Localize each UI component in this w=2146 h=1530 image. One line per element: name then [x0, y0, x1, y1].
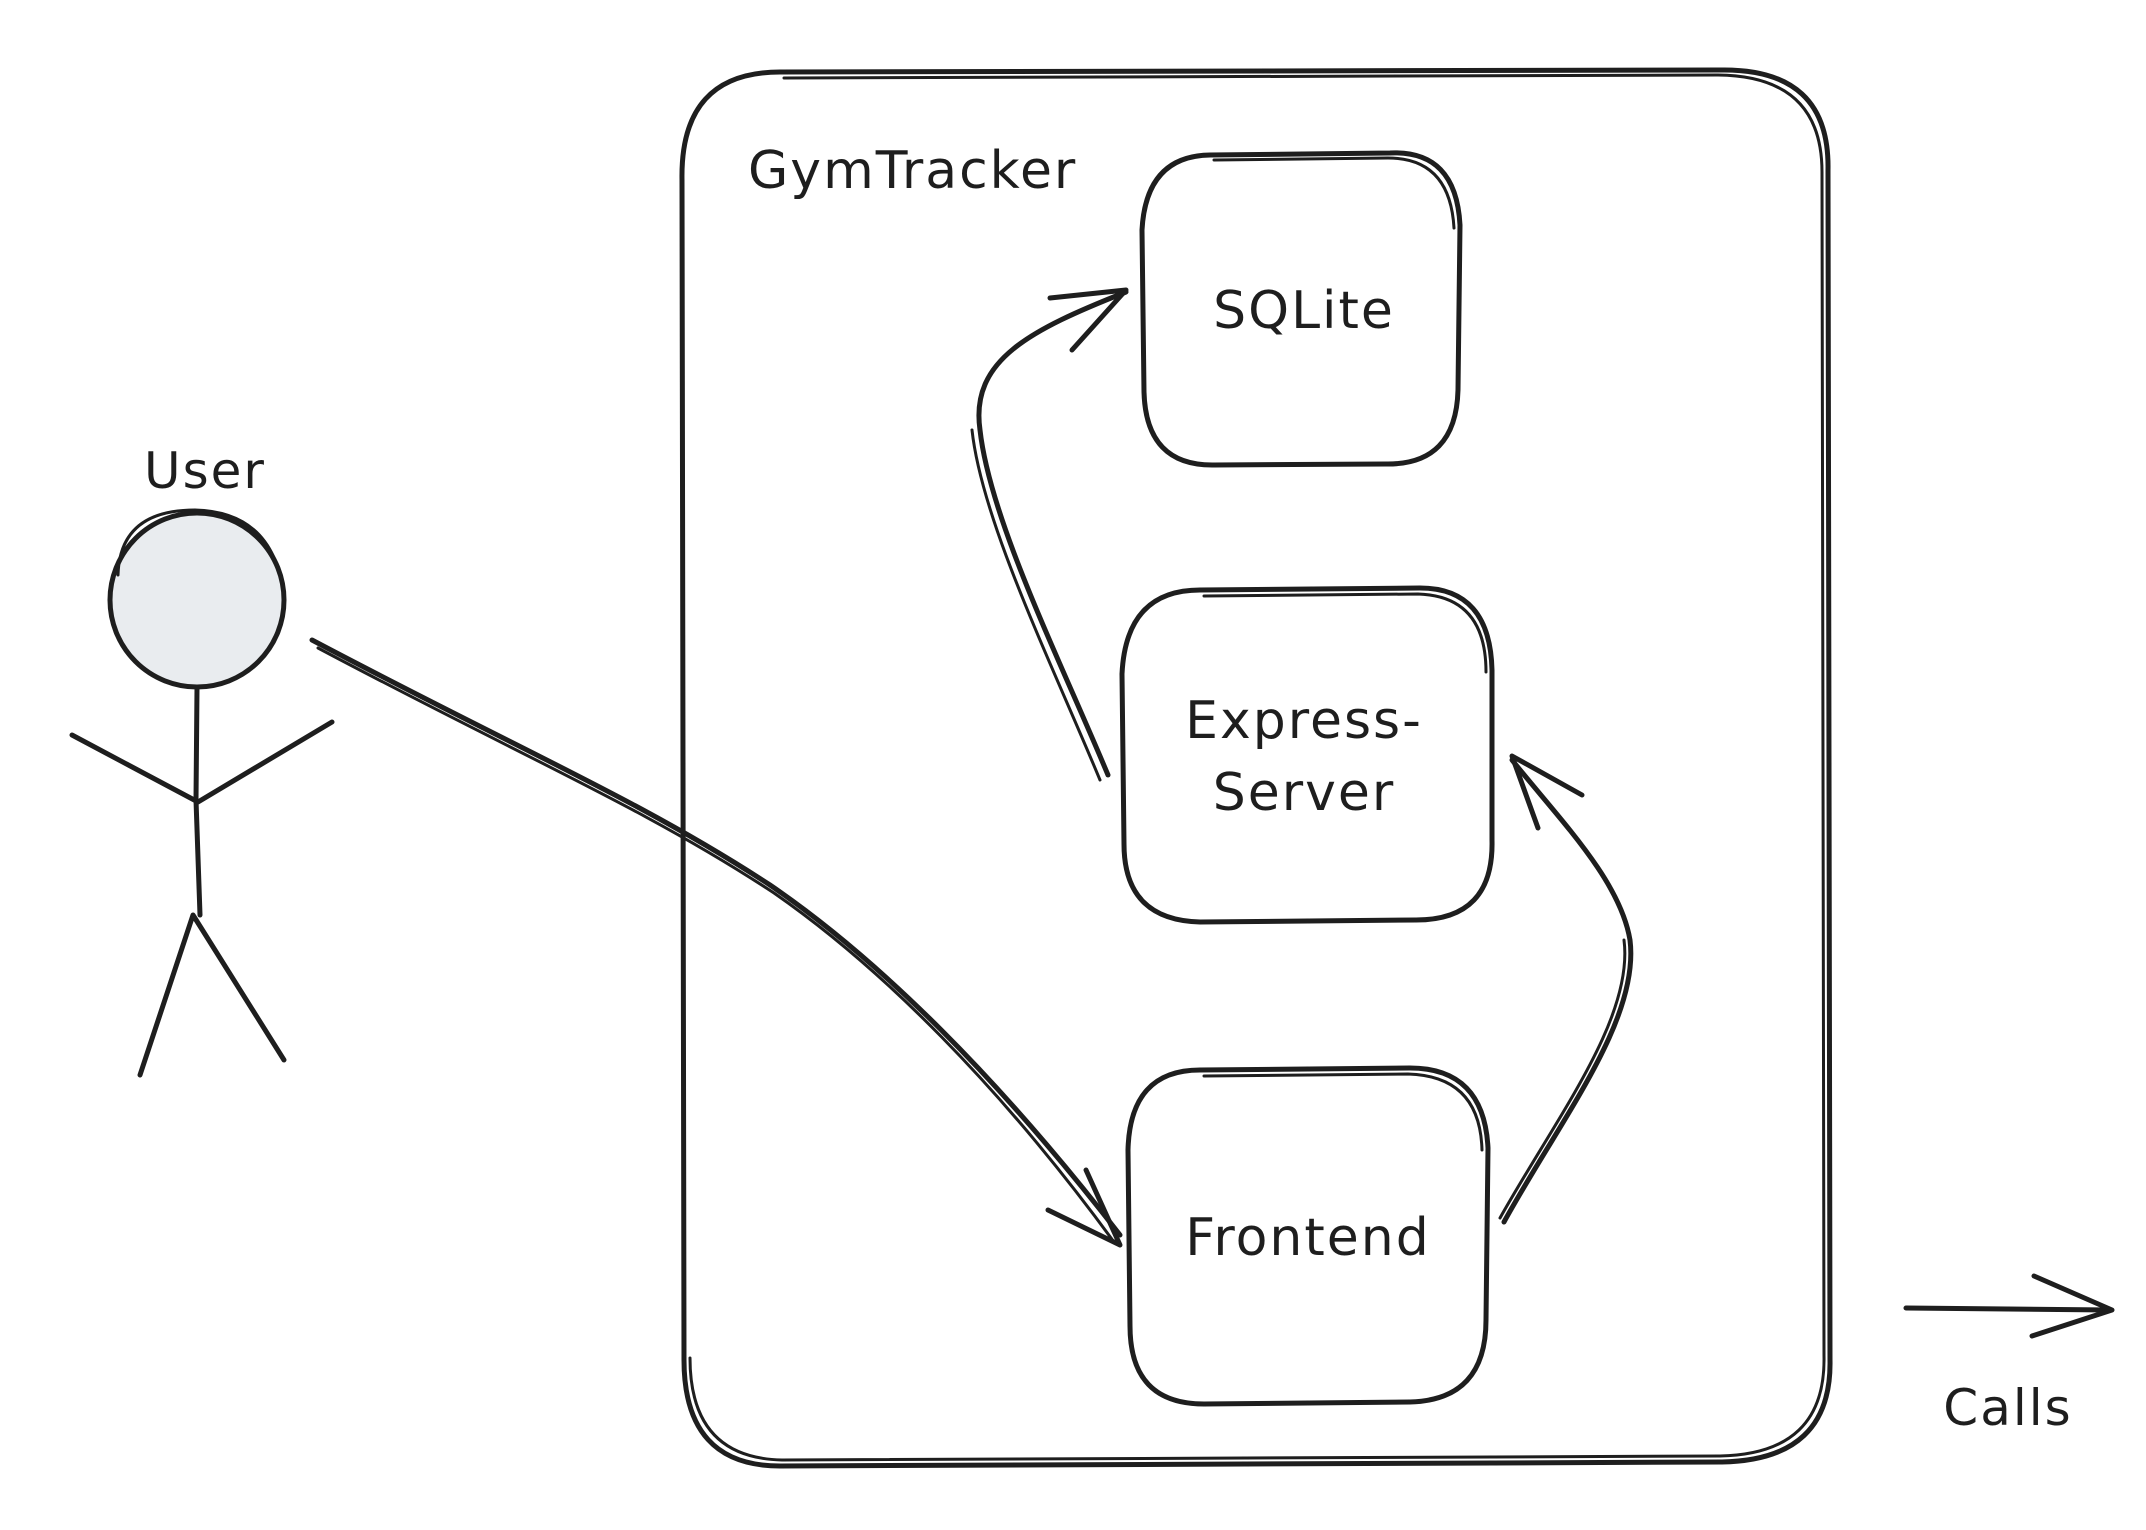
- boundary-label: GymTracker: [748, 141, 1077, 201]
- node-frontend: Frontend: [1125, 1065, 1491, 1407]
- node-express-server: Express- Server: [1119, 585, 1495, 925]
- system-boundary: GymTracker: [679, 67, 1833, 1469]
- actor-head: [107, 510, 287, 690]
- actor-user: User: [69, 442, 335, 1078]
- arrow-express-to-sqlite: [970, 287, 1129, 782]
- legend-calls: Calls: [1903, 1273, 2115, 1437]
- actor-arms: [69, 719, 335, 805]
- actor-legs: [137, 912, 287, 1078]
- arrow-user-to-frontend: [309, 637, 1123, 1248]
- arrow-frontend-to-express: [1498, 753, 1634, 1225]
- node-express-label-line2: Server: [1213, 763, 1396, 823]
- legend-label: Calls: [1943, 1379, 2072, 1437]
- actor-label: User: [144, 442, 266, 500]
- node-frontend-label: Frontend: [1185, 1208, 1430, 1268]
- node-sqlite: SQLite: [1139, 150, 1463, 468]
- node-sqlite-label: SQLite: [1213, 281, 1395, 341]
- node-express-label-line1: Express-: [1185, 691, 1423, 751]
